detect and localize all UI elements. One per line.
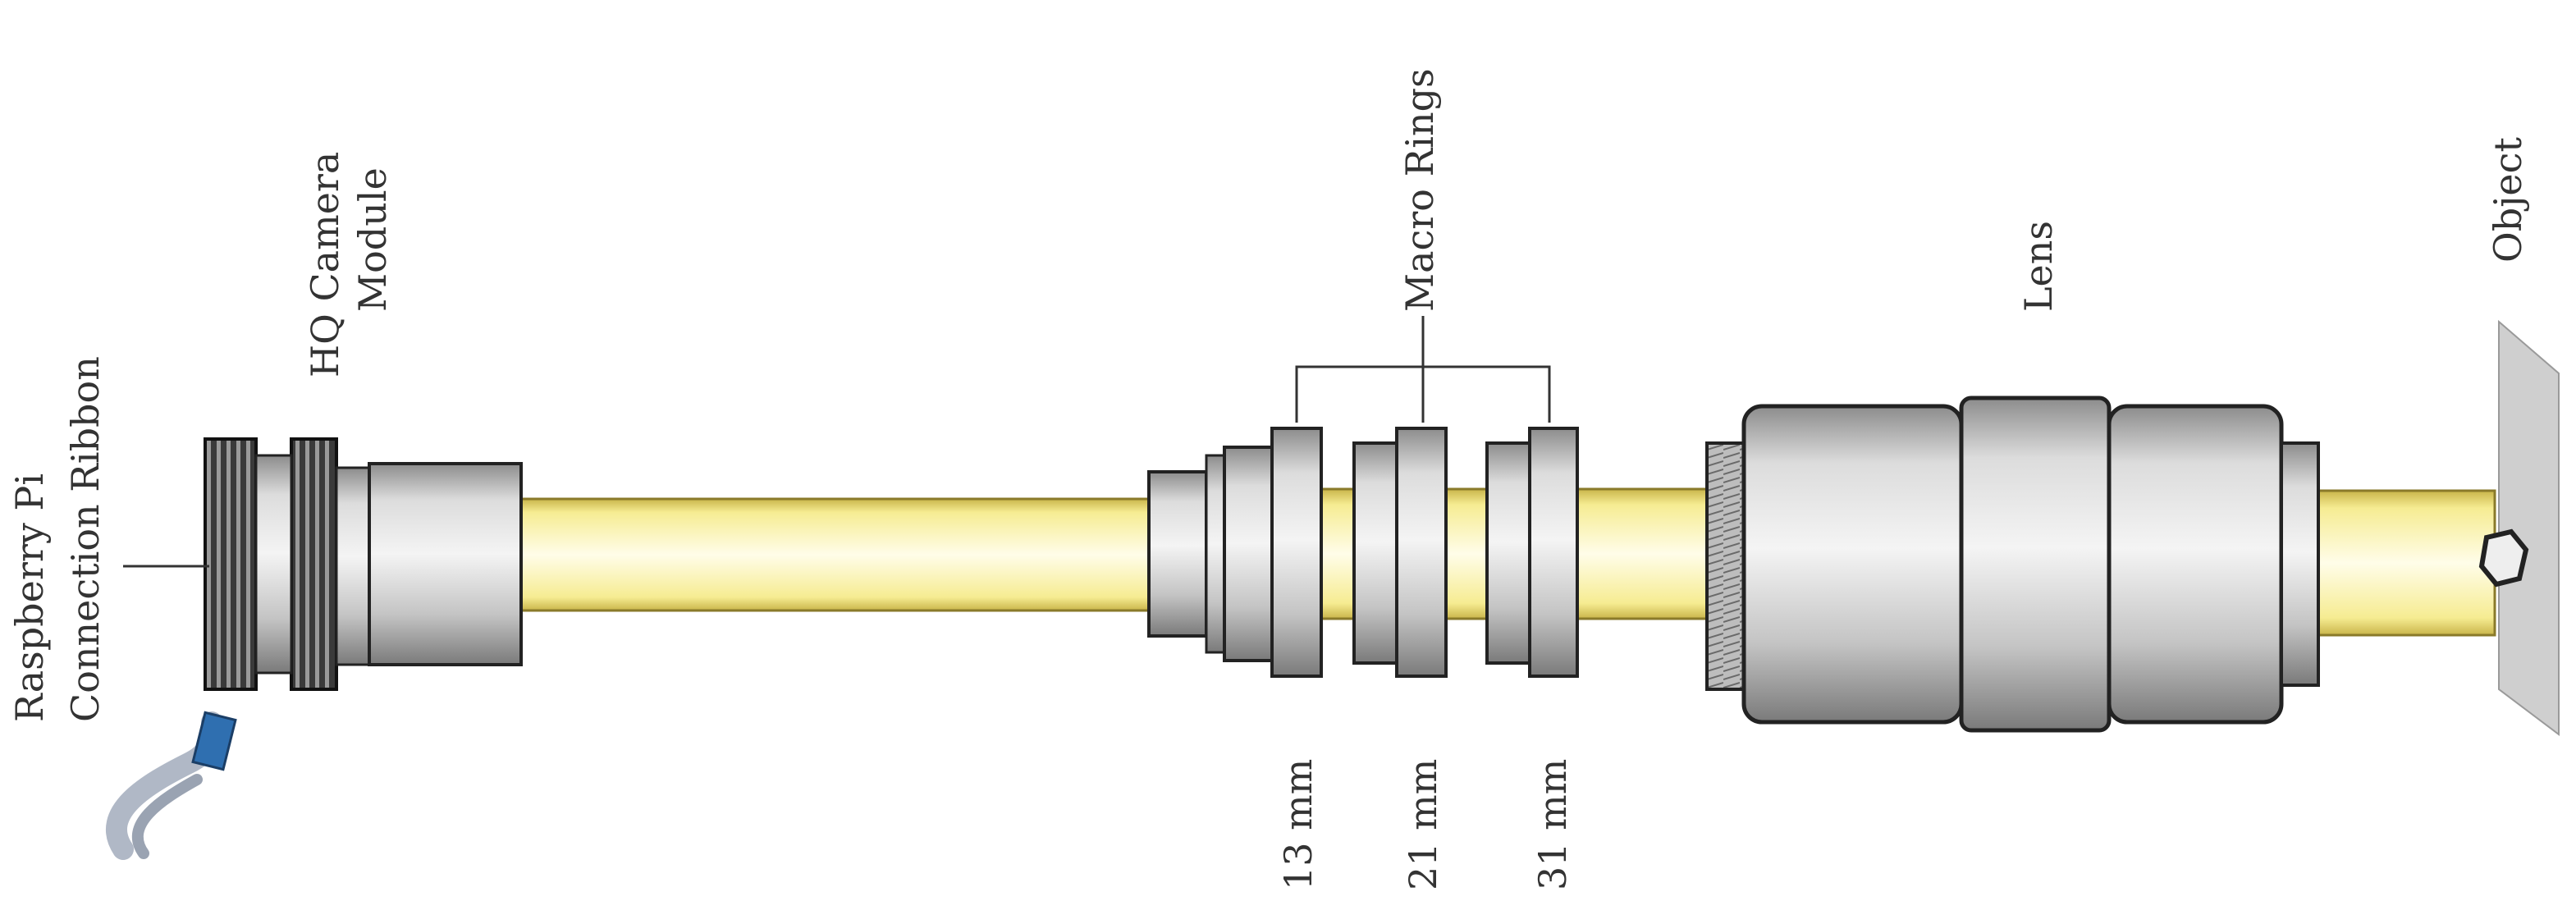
camera-body-spacer xyxy=(254,454,293,675)
ring-size-13mm: 13 mm xyxy=(1276,759,1320,890)
ring-size-21mm: 21 mm xyxy=(1401,759,1445,890)
object-specimen xyxy=(2478,528,2529,588)
camera-body-mount xyxy=(368,462,523,666)
lens xyxy=(1705,396,2320,733)
macro-ring-31mm xyxy=(1485,427,1579,678)
lens-barrel-rear xyxy=(1741,404,1964,725)
macro-ring-21mm xyxy=(1352,427,1448,678)
lens-label: Lens xyxy=(2016,221,2061,312)
beam-segment-camera-to-rings xyxy=(515,497,1159,612)
camera-knurled-ring-2 xyxy=(290,437,338,691)
object xyxy=(2478,319,2560,737)
lens-focus-ring xyxy=(1959,396,2112,733)
camera-knurled-ring-1 xyxy=(204,437,258,691)
ribbon-connector xyxy=(191,711,237,771)
object-plane xyxy=(2498,319,2560,737)
object-label: Object xyxy=(2486,137,2530,263)
hq-camera-module xyxy=(123,437,523,691)
ribbon-label-line-1: Raspberry Pi xyxy=(7,473,52,722)
ring-size-31mm: 31 mm xyxy=(1531,759,1575,890)
camera-label-line-2: Module xyxy=(350,167,395,312)
macro-ring-13mm xyxy=(1270,427,1323,678)
ribbon-label-line-2: Connection Ribbon xyxy=(63,356,108,722)
macro-rings xyxy=(1270,316,1579,678)
macro-rings-label: Macro Rings xyxy=(1398,68,1442,312)
connection-ribbon xyxy=(106,711,237,860)
camera-body-flange xyxy=(335,466,371,666)
beam-segment-lens-to-object xyxy=(2313,489,2496,637)
lens-mount-adapter xyxy=(1147,446,1275,662)
lens-thread xyxy=(1705,441,1746,691)
macro-rings-bracket xyxy=(1295,365,1551,423)
camera-label-line-1: HQ Camera xyxy=(303,152,347,377)
lens-front-cap xyxy=(2280,441,2320,687)
lens-barrel-front xyxy=(2107,404,2284,725)
